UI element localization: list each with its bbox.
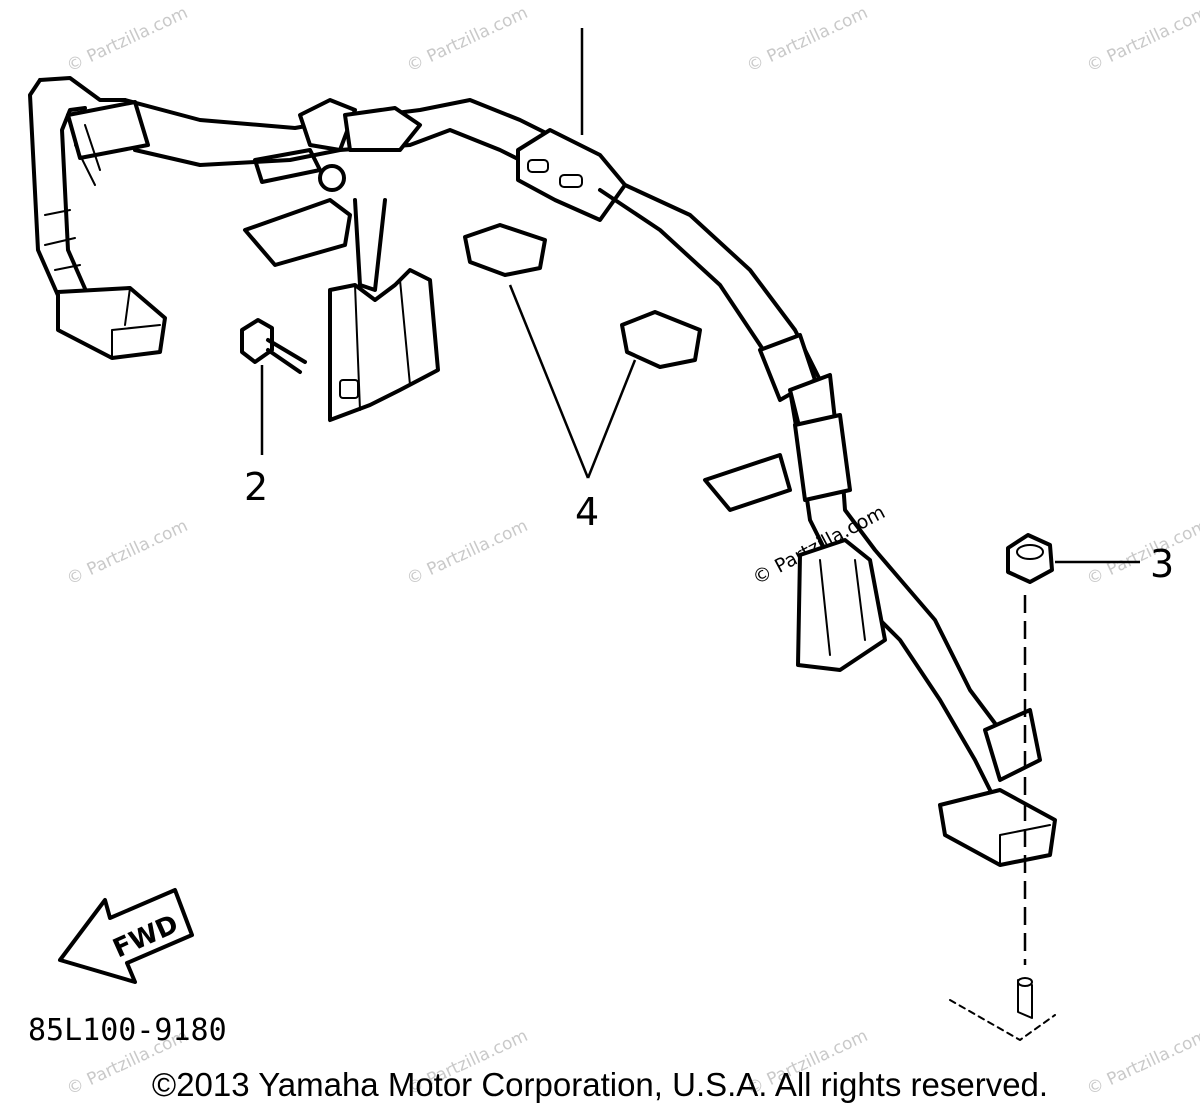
watermark: © Partzilla.com bbox=[64, 3, 191, 77]
bolt-part-2 bbox=[240, 318, 307, 374]
frame-right-arm bbox=[598, 183, 1057, 867]
watermark: © Partzilla.com bbox=[1084, 516, 1200, 590]
watermark: © Partzilla.com bbox=[64, 516, 191, 590]
callout-3: 3 bbox=[1150, 542, 1174, 586]
frame-center-post bbox=[243, 198, 440, 422]
leader-lines bbox=[260, 28, 1140, 965]
callouts: 2 3 4 bbox=[244, 465, 1174, 586]
nut-part-3 bbox=[1006, 533, 1054, 584]
frame-upper-tube bbox=[123, 98, 627, 222]
callout-2: 2 bbox=[244, 465, 268, 509]
callout-4: 4 bbox=[575, 490, 599, 534]
watermark: © Partzilla.com bbox=[404, 3, 531, 77]
watermark: © Partzilla.com bbox=[1084, 3, 1200, 77]
watermark: © Partzilla.com bbox=[744, 3, 871, 77]
watermark: © Partzilla.com bbox=[404, 516, 531, 590]
copyright-notice: ©2013 Yamaha Motor Corporation, U.S.A. A… bbox=[151, 1066, 1049, 1103]
stud-plate bbox=[949, 977, 1056, 1041]
drawing-code: 85L100-9180 bbox=[28, 1013, 227, 1048]
pad-part-4 bbox=[463, 223, 702, 369]
frame-left-upright bbox=[28, 76, 167, 360]
forward-direction-arrow: FWD bbox=[58, 888, 194, 984]
